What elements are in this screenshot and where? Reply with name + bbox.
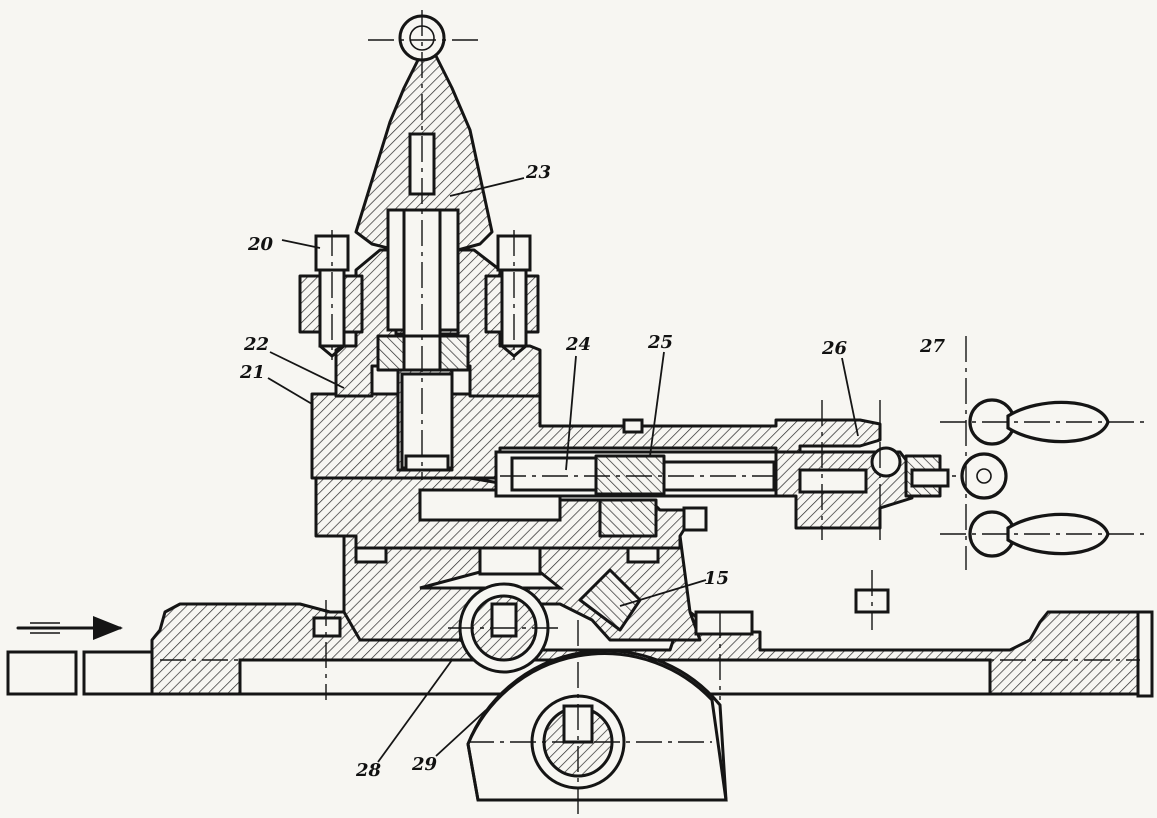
top-plate: [310, 392, 960, 540]
callout-24: 24: [565, 334, 591, 355]
roller: [448, 582, 560, 674]
tool-head: [354, 10, 494, 480]
callout-21: 21: [239, 362, 265, 383]
feed-direction-arrow: [16, 616, 123, 640]
clamp-bolt-left: [298, 230, 364, 360]
callout-25: 25: [647, 332, 673, 353]
callout-20: 20: [247, 234, 274, 255]
callout-27: 27: [919, 336, 946, 357]
callout-26: 26: [821, 338, 848, 359]
handwheel[interactable]: [910, 336, 1150, 570]
callout-15: 15: [704, 568, 729, 589]
leader-lines: [267, 177, 859, 763]
bed-stub-left: [6, 650, 78, 696]
callout-22: 22: [243, 334, 269, 355]
callout-23: 23: [525, 162, 551, 183]
hex-bolt-left: [312, 616, 342, 638]
clamp-nut: [694, 610, 754, 636]
bed-stub-mid: [82, 650, 156, 696]
set-screw: [622, 418, 644, 434]
clamp-bolt-right: [484, 230, 540, 360]
cam-disc: [466, 620, 728, 815]
callout-28: 28: [355, 760, 382, 781]
bed-end-cap: [1136, 610, 1154, 698]
callout-29: 29: [411, 754, 438, 775]
